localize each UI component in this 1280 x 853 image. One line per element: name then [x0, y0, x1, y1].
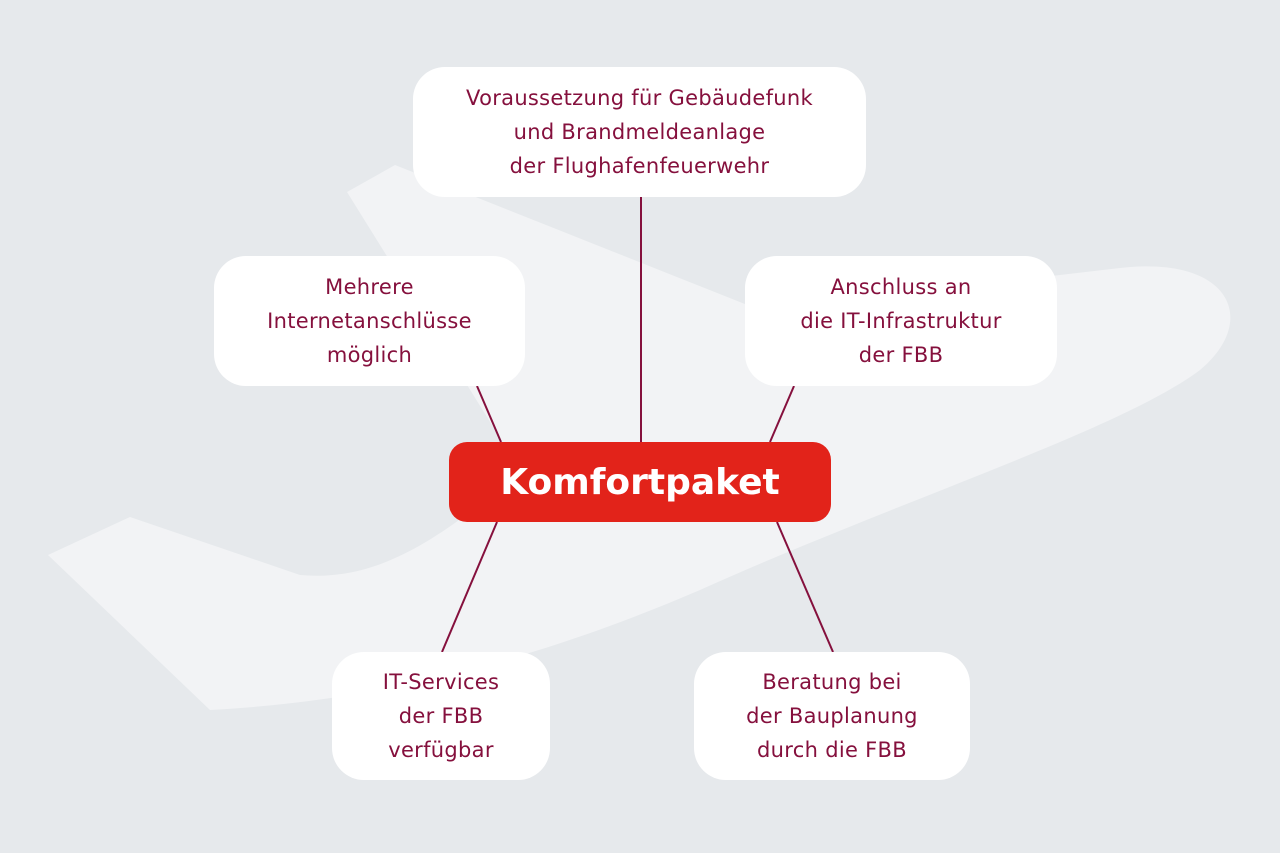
node-text-line: durch die FBB	[757, 738, 907, 762]
node-text-line: Anschluss an	[830, 275, 972, 299]
node-text-line: Voraussetzung für Gebäudefunk	[466, 86, 813, 110]
node-text-line: IT-Services	[382, 670, 500, 694]
node-construction-consulting: Beratung bei der Bauplanung durch die FB…	[694, 652, 970, 780]
node-it-infrastructure: Anschluss an die IT-Infrastruktur der FB…	[745, 256, 1057, 386]
connector-bottom-right	[776, 521, 834, 653]
node-multiple-internet: Mehrere Internetanschlüsse möglich	[214, 256, 525, 386]
node-text-line: der Bauplanung	[746, 704, 918, 728]
connector-bottom-left	[441, 521, 498, 653]
node-text-line: verfügbar	[388, 738, 494, 762]
node-text-line: und Brandmeldeanlage	[513, 120, 766, 144]
node-building-radio-fire-alarm: Voraussetzung für Gebäudefunk und Brandm…	[413, 67, 866, 197]
node-text-line: die IT-Infrastruktur	[800, 309, 1002, 333]
center-label: Komfortpaket	[500, 461, 780, 503]
connector-lines	[441, 197, 834, 653]
center-node-komfortpaket: Komfortpaket	[449, 442, 831, 522]
node-text-line: der FBB	[858, 343, 944, 367]
airplane-silhouette	[48, 165, 1231, 710]
node-it-services: IT-Services der FBB verfügbar	[332, 652, 550, 780]
node-text-line: der FBB	[398, 704, 484, 728]
node-text-line: Beratung bei	[762, 670, 902, 694]
node-text-line: der Flughafenfeuerwehr	[509, 154, 770, 178]
node-text-line: Mehrere	[325, 275, 414, 299]
node-text-line: Internetanschlüsse	[267, 309, 472, 333]
connector-right	[769, 385, 795, 443]
connector-left	[476, 385, 502, 443]
node-text-line: möglich	[326, 343, 413, 367]
